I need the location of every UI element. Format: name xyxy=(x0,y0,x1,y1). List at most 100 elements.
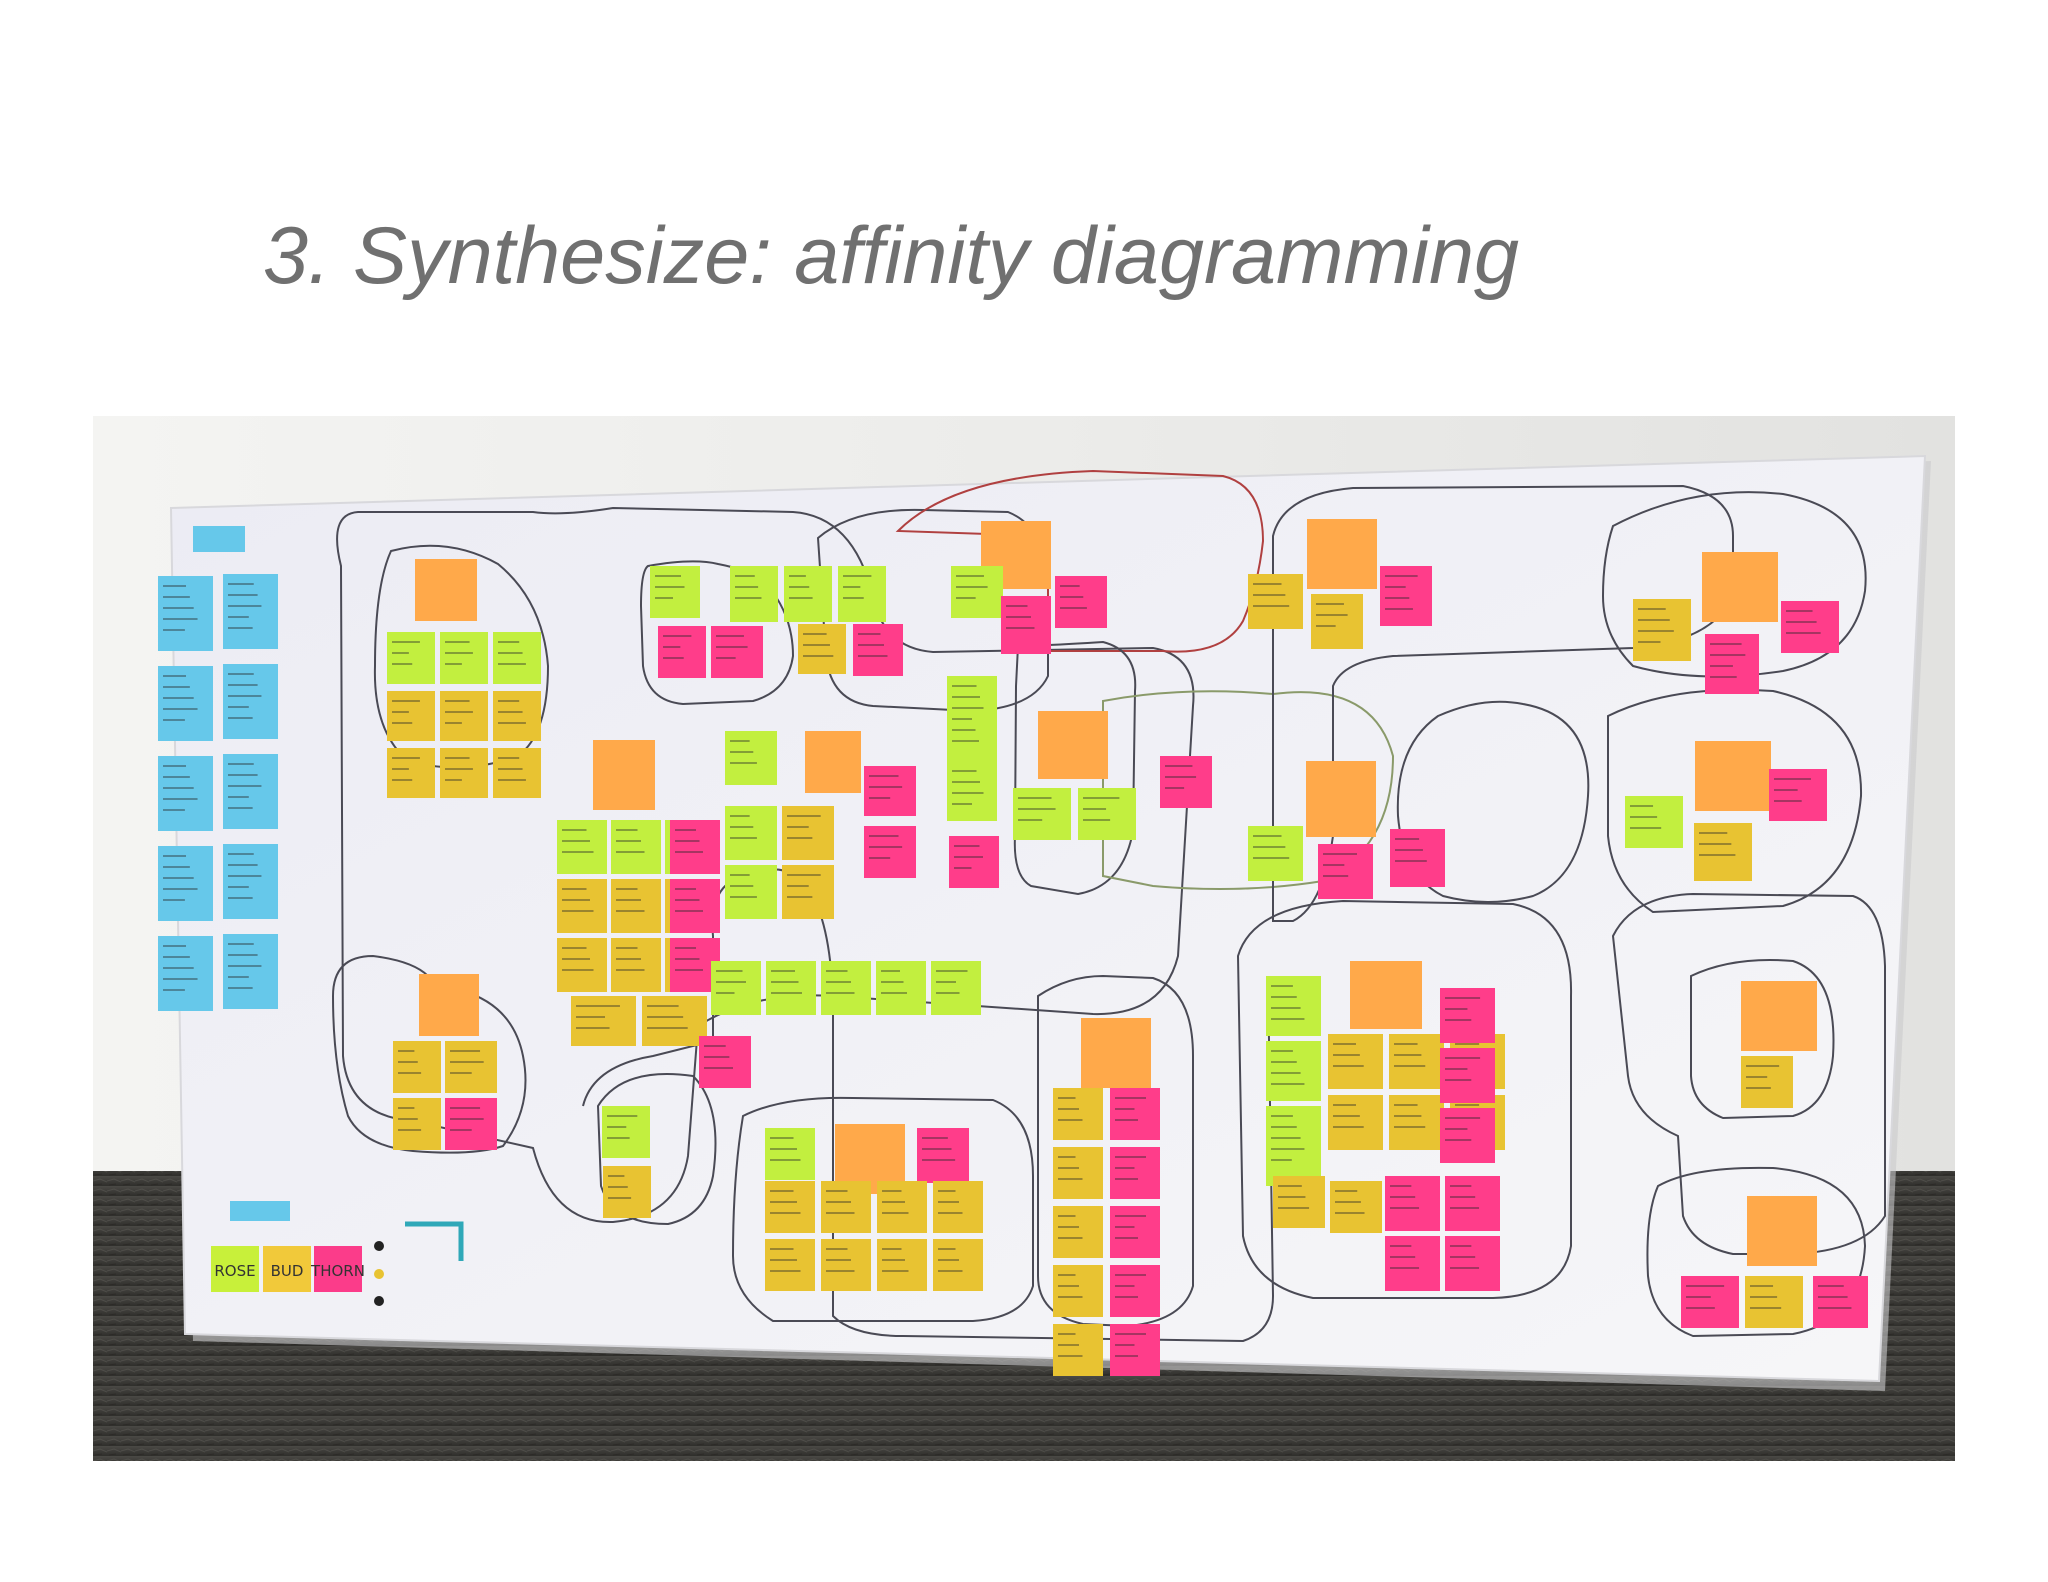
sticky-note xyxy=(1078,788,1136,840)
sticky-note xyxy=(1330,1181,1382,1233)
sticky-note xyxy=(602,1106,650,1158)
sticky-note xyxy=(1053,1206,1103,1258)
sticky-note xyxy=(1445,1176,1500,1231)
sticky-note xyxy=(1110,1147,1160,1199)
sticky-note xyxy=(440,632,488,684)
sticky-note xyxy=(765,1181,815,1233)
sticky-note xyxy=(440,748,488,798)
sticky-note xyxy=(642,996,707,1046)
header-note xyxy=(1038,711,1108,779)
sticky-note xyxy=(1013,788,1071,840)
participant-note xyxy=(158,576,213,651)
sticky-note xyxy=(493,632,541,684)
sticky-note xyxy=(947,761,997,821)
participant-note xyxy=(223,934,278,1009)
sticky-note xyxy=(670,820,720,874)
sticky-note xyxy=(440,691,488,741)
sticky-note xyxy=(1385,1236,1440,1291)
sticky-note xyxy=(951,566,1003,618)
sticky-note xyxy=(838,566,886,622)
sticky-note xyxy=(658,626,706,678)
sticky-note xyxy=(1318,844,1373,899)
sticky-note xyxy=(798,624,846,674)
header-note xyxy=(1081,1018,1151,1088)
participant-note xyxy=(223,574,278,649)
sticky-note xyxy=(821,1181,871,1233)
sticky-note xyxy=(766,961,816,1015)
sticky-note xyxy=(725,731,777,785)
sticky-note xyxy=(387,632,435,684)
bracket-mark xyxy=(405,1221,464,1261)
sticky-note xyxy=(1160,756,1212,808)
participant-note xyxy=(223,754,278,829)
sticky-note xyxy=(1266,1041,1321,1101)
header-note xyxy=(1741,981,1817,1051)
sticky-note xyxy=(1266,976,1321,1036)
sticky-note xyxy=(493,748,541,798)
sticky-note xyxy=(557,938,607,992)
legend-marker-dot xyxy=(374,1241,384,1251)
participant-note xyxy=(223,844,278,919)
sticky-note xyxy=(1813,1276,1868,1328)
header-note xyxy=(805,731,861,793)
slide-title: 3. Synthesize: affinity diagramming xyxy=(263,211,1520,301)
sticky-note xyxy=(1769,769,1827,821)
sticky-note xyxy=(877,1181,927,1233)
sticky-note xyxy=(725,865,777,919)
participant-note xyxy=(223,664,278,739)
header-note xyxy=(1702,552,1778,622)
sticky-note xyxy=(949,836,999,888)
sticky-note xyxy=(1741,1056,1793,1108)
sticky-note xyxy=(445,1041,497,1093)
sticky-note xyxy=(1248,574,1303,629)
sticky-note xyxy=(1385,1176,1440,1231)
sticky-note xyxy=(393,1098,441,1150)
sticky-note xyxy=(557,820,607,874)
sticky-note xyxy=(864,826,916,878)
legend-label-rose: ROSE xyxy=(214,1262,255,1280)
sticky-note xyxy=(931,961,981,1015)
sticky-note xyxy=(650,566,700,618)
sticky-note xyxy=(821,1239,871,1291)
sticky-note xyxy=(784,566,832,622)
sticky-note xyxy=(1055,576,1107,628)
sticky-note xyxy=(1266,1106,1321,1186)
sticky-note xyxy=(1311,594,1363,649)
sticky-note xyxy=(1328,1095,1383,1150)
sticky-note xyxy=(611,879,661,933)
sticky-note xyxy=(1389,1095,1444,1150)
sticky-note xyxy=(864,766,916,816)
sticky-note xyxy=(699,1036,751,1088)
participant-note xyxy=(158,666,213,741)
header-note xyxy=(1695,741,1771,811)
sticky-note xyxy=(1625,796,1683,848)
sticky-note xyxy=(557,879,607,933)
legend-swatch-thorn xyxy=(314,1246,362,1292)
header-note xyxy=(593,740,655,810)
sticky-note xyxy=(765,1239,815,1291)
sticky-note xyxy=(1694,823,1752,881)
sticky-note xyxy=(1053,1088,1103,1140)
sticky-note xyxy=(1001,596,1051,654)
sticky-note xyxy=(603,1166,651,1218)
sticky-note xyxy=(711,626,763,678)
sticky-note xyxy=(1440,1108,1495,1163)
sticky-note xyxy=(765,1128,815,1180)
sticky-note xyxy=(393,1041,441,1093)
legend-marker-dot xyxy=(374,1269,384,1279)
sticky-note xyxy=(730,566,778,622)
sticky-note xyxy=(782,865,834,919)
sticky-note xyxy=(853,624,903,676)
sticky-note xyxy=(947,676,997,766)
sticky-note xyxy=(1110,1324,1160,1376)
sticky-note xyxy=(1681,1276,1739,1328)
sticky-note xyxy=(1445,1236,1500,1291)
participant-note xyxy=(158,756,213,831)
sticky-note xyxy=(725,806,777,860)
sticky-note xyxy=(1745,1276,1803,1328)
sticky-note xyxy=(711,961,761,1015)
sticky-note xyxy=(387,748,435,798)
legend-label-bud: BUD xyxy=(271,1262,304,1280)
sticky-note xyxy=(1053,1147,1103,1199)
sticky-note xyxy=(1440,1048,1495,1103)
